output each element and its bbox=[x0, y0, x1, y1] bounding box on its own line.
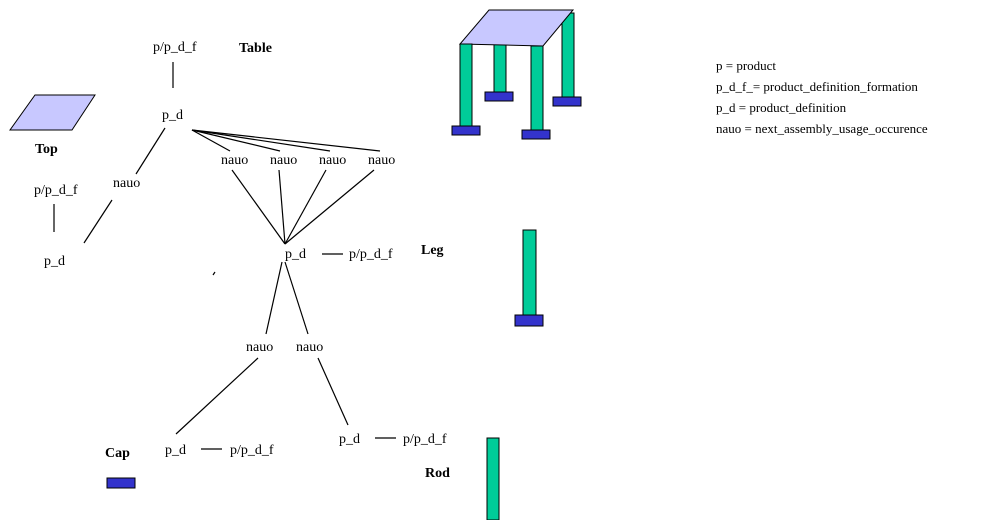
tree-edges bbox=[53, 62, 396, 450]
legend-line-pd: p_d = product_definition bbox=[716, 100, 847, 115]
edge-table-pd-leg-nauo-2 bbox=[191, 129, 281, 152]
table-front-leg-left bbox=[459, 43, 473, 127]
edge-table-pd-leg-nauo-1 bbox=[191, 129, 231, 152]
table-back-leg-left bbox=[493, 43, 507, 93]
node-leg-nauo-4: nauo bbox=[368, 153, 395, 168]
edge-leg-pd-cap-nauo bbox=[265, 261, 283, 335]
edge-cap-nauo-cap-pd bbox=[175, 357, 259, 435]
edge-table-pd-top-nauo bbox=[135, 127, 166, 175]
node-table-pd: p_d bbox=[162, 108, 183, 123]
node-rod-nauo: nauo bbox=[296, 340, 323, 355]
part-labels: Table Top Leg Cap Rod bbox=[35, 41, 450, 481]
edge-top-nauo-top-pd bbox=[83, 199, 113, 244]
edge-leg-nauo-2-leg-pd bbox=[278, 169, 286, 245]
node-rod-ppdf: p/p_d_f bbox=[403, 432, 447, 447]
stray-mark bbox=[212, 271, 216, 276]
legend-line-pdf: p_d_f_= product_definition_formation bbox=[716, 79, 918, 94]
tree-nodes: p/p_d_f p_d nauo p/p_d_f p_d nauo nauo n… bbox=[34, 40, 447, 458]
table-front-cap-left bbox=[451, 125, 481, 136]
leg-cap-graphic bbox=[514, 314, 544, 327]
table-front-cap-right bbox=[521, 129, 551, 140]
table-back-cap-right bbox=[552, 96, 582, 107]
node-rod-pd: p_d bbox=[339, 432, 360, 447]
legend: p = product p_d_f_= product_definition_f… bbox=[716, 58, 928, 136]
top-plate-graphic bbox=[9, 94, 96, 131]
part-label-leg: Leg bbox=[421, 243, 444, 258]
node-leg-nauo-1: nauo bbox=[221, 153, 248, 168]
node-cap-nauo: nauo bbox=[246, 340, 273, 355]
edge-table-pd-leg-nauo-4 bbox=[191, 129, 381, 152]
table-top-graphic bbox=[458, 9, 575, 47]
node-leg-pd: p_d bbox=[285, 247, 306, 262]
node-top-nauo: nauo bbox=[113, 176, 140, 191]
edge-rod-nauo-rod-pd bbox=[317, 357, 349, 426]
legend-line-nauo: nauo = next_assembly_usage_occurence bbox=[716, 121, 928, 136]
edge-table-pd-leg-nauo-3 bbox=[191, 129, 331, 152]
part-label-top: Top bbox=[35, 142, 58, 157]
legend-line-product: p = product bbox=[716, 58, 776, 73]
edge-leg-nauo-3-leg-pd bbox=[284, 169, 327, 245]
rod-graphic bbox=[486, 437, 500, 520]
cap-graphic bbox=[106, 477, 136, 489]
table-back-cap-left bbox=[484, 91, 514, 102]
table-back-leg-right bbox=[561, 12, 575, 98]
leg-rod-graphic bbox=[522, 229, 537, 316]
edge-leg-nauo-1-leg-pd bbox=[231, 169, 286, 245]
edge-leg-pd-rod-nauo bbox=[284, 261, 309, 335]
node-leg-ppdf: p/p_d_f bbox=[349, 247, 393, 262]
part-label-rod: Rod bbox=[425, 466, 450, 481]
node-top-pd: p_d bbox=[44, 254, 65, 269]
table-assembly-graphic bbox=[451, 9, 582, 140]
node-leg-nauo-3: nauo bbox=[319, 153, 346, 168]
leg-graphic bbox=[514, 229, 544, 327]
node-cap-pd: p_d bbox=[165, 443, 186, 458]
edge-leg-nauo-4-leg-pd bbox=[284, 169, 375, 245]
part-label-table: Table bbox=[239, 41, 272, 56]
table-front-leg-right bbox=[530, 45, 544, 131]
node-leg-nauo-2: nauo bbox=[270, 153, 297, 168]
node-cap-ppdf: p/p_d_f bbox=[230, 443, 274, 458]
node-table-ppdf: p/p_d_f bbox=[153, 40, 197, 55]
part-label-cap: Cap bbox=[105, 446, 130, 461]
node-top-ppdf: p/p_d_f bbox=[34, 183, 78, 198]
